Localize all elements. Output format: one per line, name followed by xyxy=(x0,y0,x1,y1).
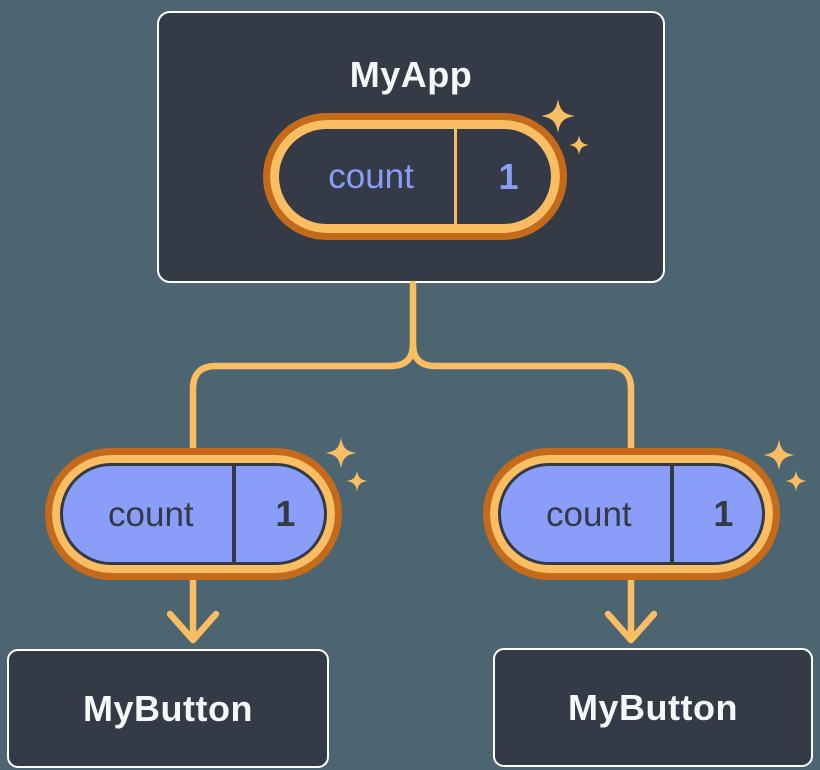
branch-line-right xyxy=(409,340,635,644)
sparkle-icon xyxy=(346,470,368,492)
button-node-label: MyButton xyxy=(83,687,253,729)
state-pill-inner: count 1 xyxy=(52,455,335,573)
sparkle-icon xyxy=(325,437,357,469)
sparkle-icon xyxy=(763,439,795,471)
sparkle-icon xyxy=(785,470,807,492)
state-name: count xyxy=(108,494,194,534)
button-node-left: MyButton xyxy=(7,649,329,768)
sparkles-root xyxy=(541,99,589,155)
sparkle-icon xyxy=(541,99,575,133)
arrow-down-icon xyxy=(166,610,220,644)
sparkle-icon xyxy=(569,135,589,155)
sparkles-left xyxy=(325,437,368,492)
state-value: 1 xyxy=(498,155,519,197)
state-pill-inner: count 1 xyxy=(270,120,560,233)
state-value: 1 xyxy=(713,493,734,534)
arrow-down-icon xyxy=(604,610,658,644)
pill-divider xyxy=(454,129,458,224)
button-node-right: MyButton xyxy=(493,648,813,767)
app-node-title: MyApp xyxy=(349,54,473,95)
app-node: MyApp count 1 xyxy=(157,11,665,283)
state-name: count xyxy=(328,157,414,196)
pill-divider xyxy=(669,465,674,563)
pill-divider xyxy=(231,465,236,563)
sparkles-right xyxy=(763,439,807,492)
button-node-label: MyButton xyxy=(568,686,738,728)
state-pill-left: count 1 xyxy=(45,448,342,580)
state-pill-root: count 1 xyxy=(263,113,567,240)
state-name: count xyxy=(546,494,632,534)
state-value: 1 xyxy=(275,493,296,534)
state-pill-right: count 1 xyxy=(483,448,780,580)
state-pill-inner: count 1 xyxy=(490,455,773,573)
